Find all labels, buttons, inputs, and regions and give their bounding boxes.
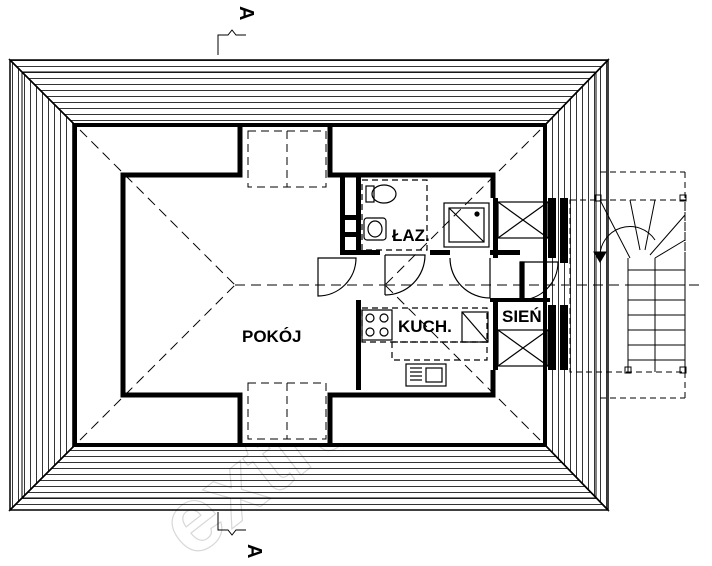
room-label-pokoj: POKÓJ [242, 327, 302, 346]
room-label-lazienka: ŁAZ. [392, 226, 430, 245]
bathroom-fixtures [361, 179, 490, 251]
room-label-kuchnia: KUCH. [398, 317, 452, 336]
knee-wall [120, 125, 496, 445]
room-label-sien: SIEŃ [502, 307, 542, 326]
doors [317, 254, 559, 301]
kitchen-fixtures [361, 307, 489, 387]
hall-exterior-wall [548, 198, 568, 370]
dormer-bottom [247, 382, 327, 440]
closets [497, 201, 549, 367]
section-line [217, 29, 246, 536]
section-mark-top: A [235, 6, 257, 20]
staircase [569, 171, 687, 399]
dormer-top [247, 130, 327, 188]
section-mark-bottom: A [243, 544, 265, 558]
